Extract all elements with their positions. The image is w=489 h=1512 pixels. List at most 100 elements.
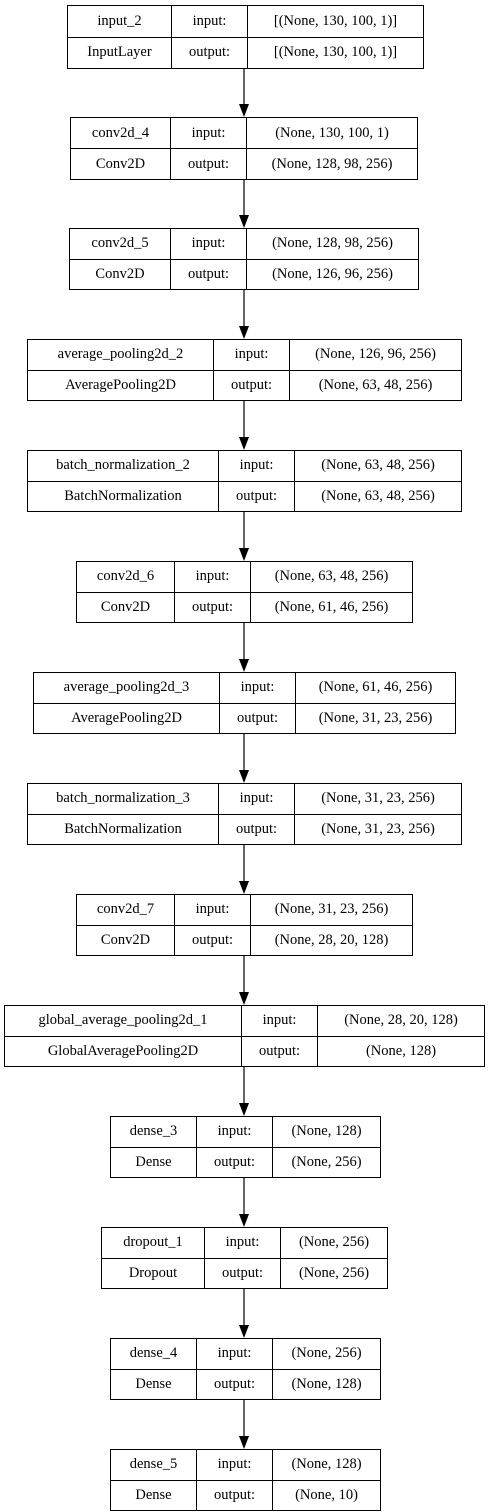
layer-type: AveragePooling2D <box>28 369 213 401</box>
layer-type: Conv2D <box>70 258 170 290</box>
output-label: output: <box>242 1035 317 1067</box>
arrowhead-icon <box>239 1436 249 1449</box>
io-label-column: input: output: <box>242 1006 318 1066</box>
input-shape: (None, 128) <box>291 1123 362 1140</box>
arrowhead-icon <box>239 1325 249 1338</box>
input-label: input: <box>240 679 275 696</box>
output-label: output: <box>175 924 250 956</box>
output-label: output: <box>197 1479 272 1511</box>
output-label: output: <box>197 1146 272 1178</box>
input-label: input: <box>225 1234 260 1251</box>
layer-name: input_2 <box>97 12 142 29</box>
layer-name: batch_normalization_2 <box>56 457 190 474</box>
arrowhead-icon <box>239 215 249 228</box>
shape-column: (None, 130, 100, 1)(None, 128, 98, 256) <box>247 118 417 179</box>
arrowhead-icon <box>239 659 249 672</box>
layer-type: BatchNormalization <box>28 813 218 845</box>
output-shape: (None, 31, 23, 256) <box>295 813 461 845</box>
output-shape: (None, 63, 48, 256) <box>290 369 461 401</box>
output-shape: (None, 10) <box>273 1479 380 1511</box>
layer-type: Conv2D <box>77 924 174 956</box>
output-label: output: <box>172 36 247 69</box>
layer-type: Dense <box>111 1146 196 1178</box>
input-label: input: <box>217 1345 252 1362</box>
input-shape: (None, 256) <box>291 1345 362 1362</box>
shape-column: (None, 256)(None, 256) <box>281 1228 387 1288</box>
io-label-column: input:output: <box>175 895 251 955</box>
input-label: input: <box>217 1456 252 1473</box>
input-label: input: <box>195 568 230 585</box>
shape-column: [(None, 130, 100, 1)] [(None, 130, 100, 1… <box>248 6 423 68</box>
output-shape: (None, 128) <box>273 1368 380 1400</box>
shape-column: (None, 31, 23, 256)(None, 28, 20, 128) <box>251 895 412 955</box>
input-shape: (None, 128, 98, 256) <box>272 235 393 252</box>
shape-column: (None, 128) (None, 10) <box>273 1450 380 1510</box>
layer-name: dropout_1 <box>123 1234 183 1251</box>
layer-type: BatchNormalization <box>28 480 218 512</box>
io-label-column: input:output: <box>219 784 295 844</box>
output-shape: (None, 28, 20, 128) <box>251 924 412 956</box>
io-label-column: input: output: <box>205 1228 281 1288</box>
output-shape: (None, 61, 46, 256) <box>251 591 412 623</box>
input-shape: (None, 128) <box>291 1456 362 1473</box>
layer-type: AveragePooling2D <box>34 702 219 734</box>
output-label: output: <box>219 480 294 512</box>
layer-type: Conv2D <box>71 148 170 179</box>
layer-name: dense_4 <box>129 1345 178 1362</box>
layer-name: global_average_pooling2d_1 <box>38 1012 208 1029</box>
layer-name: dense_5 <box>129 1456 178 1473</box>
arrowhead-icon <box>239 1214 249 1227</box>
input-label: input: <box>192 12 227 29</box>
output-shape: (None, 63, 48, 256) <box>295 480 461 512</box>
io-label-column: input:output: <box>214 340 290 400</box>
io-label-column: input:output: <box>219 451 295 511</box>
input-label: input: <box>239 790 274 807</box>
layer-type: Dense <box>111 1479 196 1511</box>
shape-column: (None, 63, 48, 256)(None, 61, 46, 256) <box>251 562 412 622</box>
input-label: input: <box>262 1012 297 1029</box>
arrowhead-icon <box>239 548 249 561</box>
output-shape: (None, 126, 96, 256) <box>247 258 418 290</box>
output-shape: [(None, 130, 100, 1)] <box>248 36 423 69</box>
output-label: output: <box>171 148 246 179</box>
shape-column: (None, 128)(None, 256) <box>273 1117 380 1177</box>
output-label: output: <box>214 369 289 401</box>
arrowhead-icon <box>239 881 249 894</box>
layer-type: GlobalAveragePooling2D <box>5 1035 241 1067</box>
io-label-column: input: output: <box>172 6 248 68</box>
input-label: input: <box>191 124 226 141</box>
layer-name: conv2d_5 <box>91 235 149 252</box>
shape-column: (None, 256) (None, 128) <box>273 1339 380 1399</box>
output-label: output: <box>205 1257 280 1289</box>
io-label-column: input: output: <box>197 1450 273 1510</box>
io-label-column: input: output: <box>171 118 247 179</box>
layer-name: batch_normalization_3 <box>56 790 190 807</box>
input-shape: (None, 31, 23, 256) <box>321 790 435 807</box>
input-shape: [(None, 130, 100, 1)] <box>273 12 398 29</box>
input-shape: (None, 130, 100, 1) <box>275 124 389 141</box>
shape-column: (None, 28, 20, 128)(None, 128) <box>318 1006 484 1066</box>
layer-name: conv2d_4 <box>91 124 150 141</box>
arrowhead-icon <box>239 104 249 117</box>
